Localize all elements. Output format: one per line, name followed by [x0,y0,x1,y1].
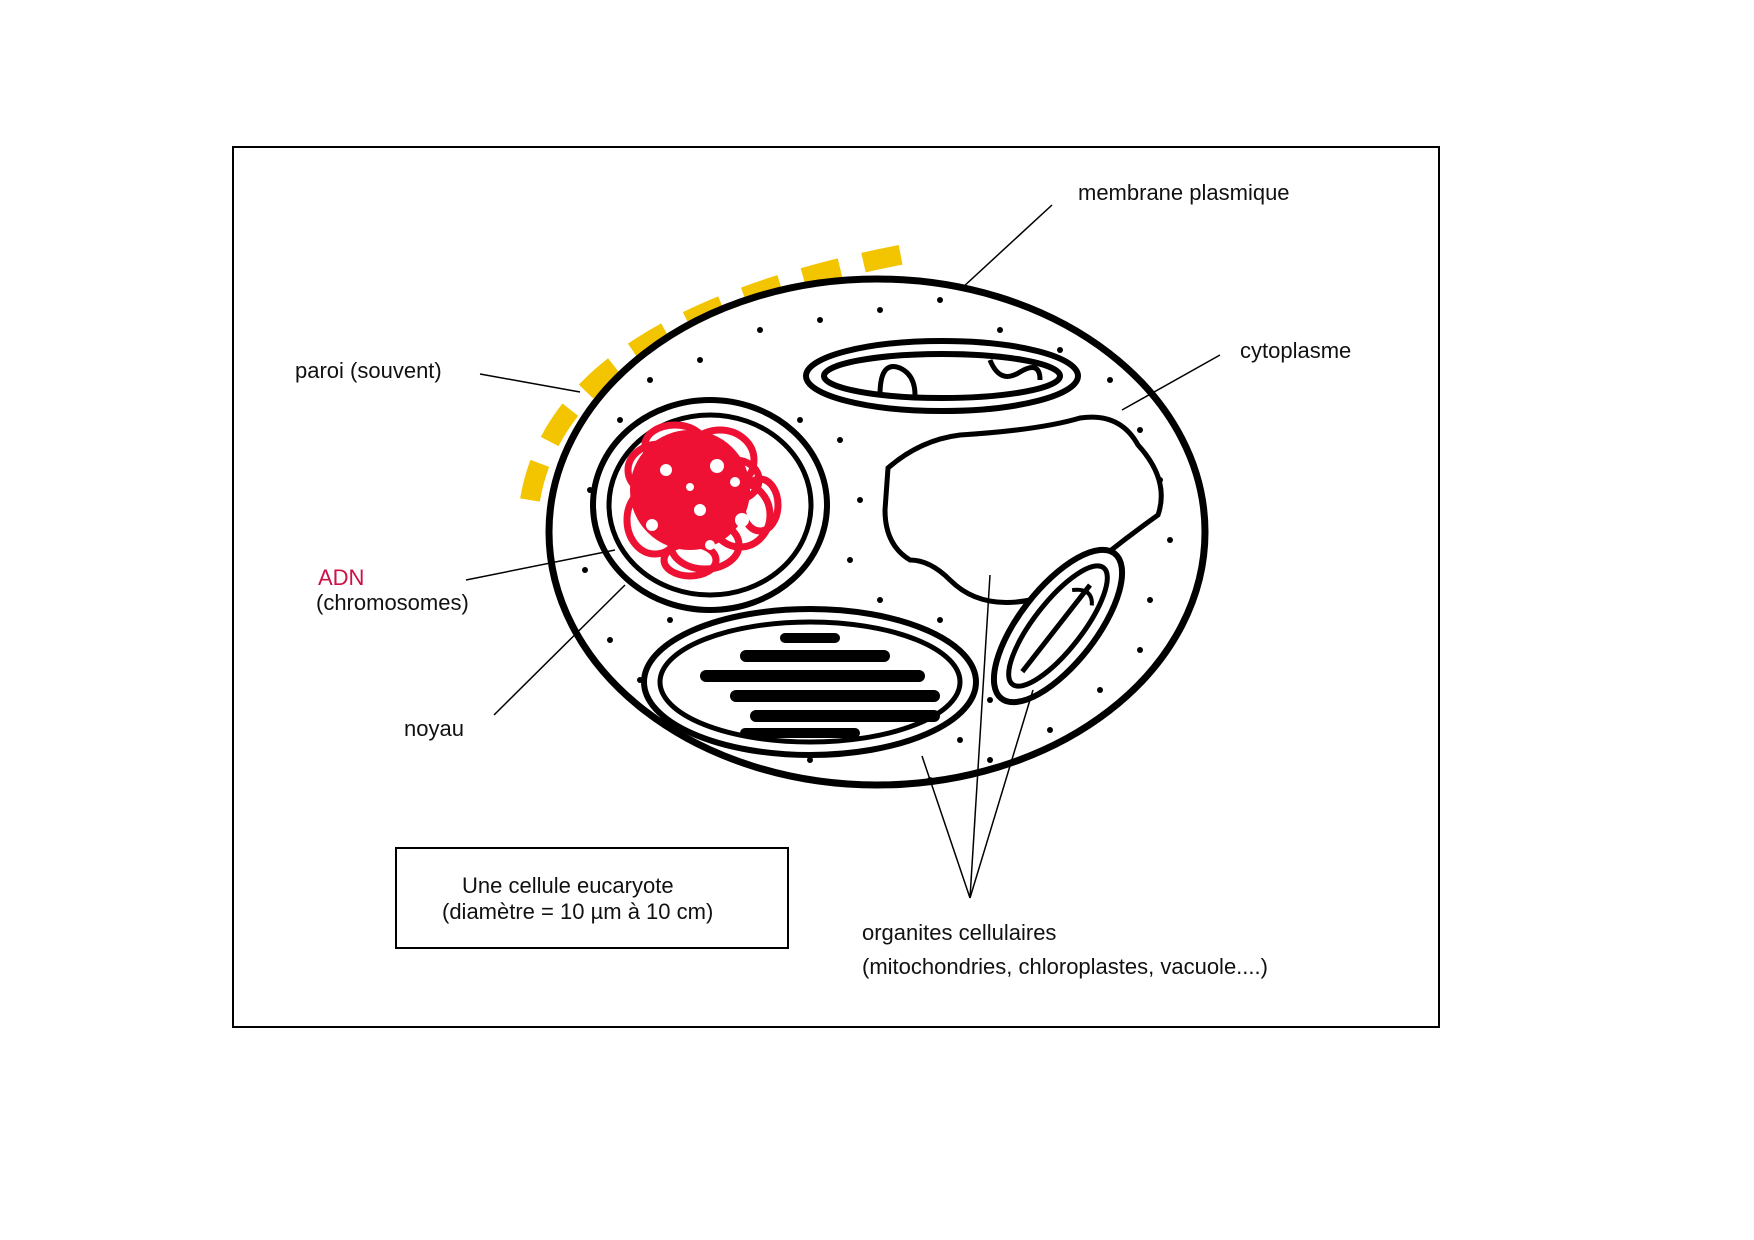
leader-paroi [479,373,581,393]
label-chromosomes: (chromosomes) [316,590,469,615]
caption-box [395,847,789,949]
label-paroi: paroi (souvent) [295,358,442,383]
leader-organite-2 [969,574,991,899]
label-adn: ADN [318,565,364,590]
leader-membrane [961,204,1053,289]
leader-adn [465,549,616,581]
mitochondrion-top [803,338,1081,414]
chloroplast-right [990,546,1126,706]
label-cytoplasme: cytoplasme [1240,338,1351,363]
label-organites-2: (mitochondries, chloroplastes, vacuole..… [862,954,1268,979]
chloroplast-bottom [641,606,979,758]
leader-noyau [493,584,626,716]
leader-organite-3 [969,689,1034,899]
dna-gaps [646,459,749,550]
label-organites-1: organites cellulaires [862,920,1056,945]
leader-cytoplasme [1121,354,1221,411]
label-membrane: membrane plasmique [1078,180,1290,205]
caption-title: Une cellule eucaryote [462,873,674,898]
caption-diameter: (diamètre = 10 µm à 10 cm) [442,899,713,924]
label-noyau: noyau [404,716,464,741]
leader-lines [465,204,1221,899]
cell-wall [520,244,907,502]
leader-organite-1 [921,755,971,899]
